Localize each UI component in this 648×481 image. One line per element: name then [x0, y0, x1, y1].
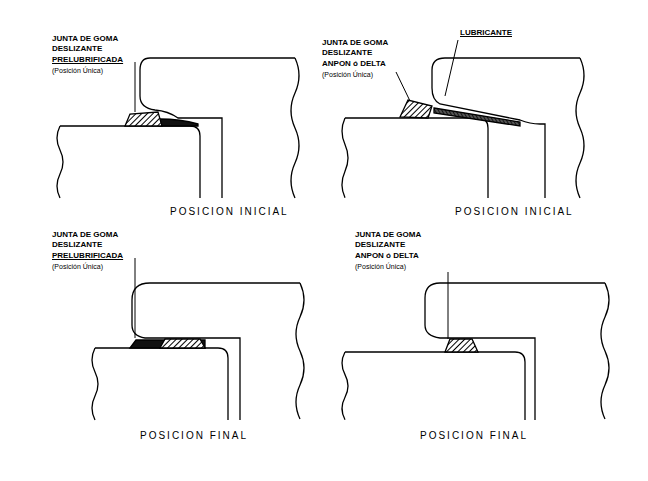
socket-outline — [150, 282, 300, 283]
socket-outline — [425, 283, 535, 420]
part-name: JUNTA DE GOMA DESLIZANTE — [52, 34, 124, 54]
break-line — [57, 126, 63, 198]
leader-line — [445, 40, 458, 96]
part-name: PRELUBRIFICADA — [52, 55, 123, 65]
leader-line — [135, 258, 136, 338]
rubber-gasket — [125, 112, 162, 126]
part-name: ANPON ó DELTA — [355, 251, 419, 261]
caption: POSICION FINAL — [140, 431, 248, 441]
lubricant-layer — [160, 119, 198, 126]
part-name: PRELUBRIFICADA — [52, 251, 123, 261]
spigot-outline — [345, 118, 488, 198]
rubber-gasket — [445, 339, 478, 352]
caption: POSICION INICIAL — [455, 207, 574, 217]
part-name: ANPON ó DELTA — [322, 59, 386, 69]
socket-outline — [150, 57, 295, 58]
break-line — [291, 58, 299, 198]
leader-line — [135, 62, 136, 112]
part-name: JUNTA DE GOMA DESLIZANTE — [322, 38, 394, 58]
part-name: JUNTA DE GOMA DESLIZANTE — [52, 230, 124, 250]
leader-line — [396, 72, 410, 101]
socket-outline — [440, 282, 605, 283]
break-line — [576, 58, 584, 198]
break-line — [342, 352, 348, 420]
break-line — [601, 283, 609, 419]
lubricant-layer — [434, 108, 520, 126]
caption: POSICION FINAL — [420, 431, 528, 441]
part-name: JUNTA DE GOMA DESLIZANTE — [355, 230, 427, 250]
rubber-gasket — [160, 339, 205, 348]
leader-line — [448, 272, 449, 339]
part-name: LUBRICANTE — [460, 28, 512, 38]
socket-outline — [132, 283, 240, 420]
spigot-outline — [60, 126, 200, 198]
socket-outline — [445, 57, 580, 58]
break-line — [92, 348, 98, 420]
note: (Posición Única) — [52, 262, 103, 271]
note: (Posición Única) — [355, 262, 406, 271]
break-line — [296, 283, 304, 419]
lubricant-layer — [130, 340, 205, 348]
note: (Posición Única) — [322, 70, 373, 79]
note: (Posición Única) — [52, 66, 103, 75]
rubber-gasket — [400, 100, 432, 118]
caption: POSICION INICIAL — [170, 207, 289, 217]
socket-outline — [140, 58, 222, 198]
break-line — [342, 118, 348, 198]
spigot-outline — [345, 352, 525, 420]
spigot-outline — [95, 348, 228, 420]
